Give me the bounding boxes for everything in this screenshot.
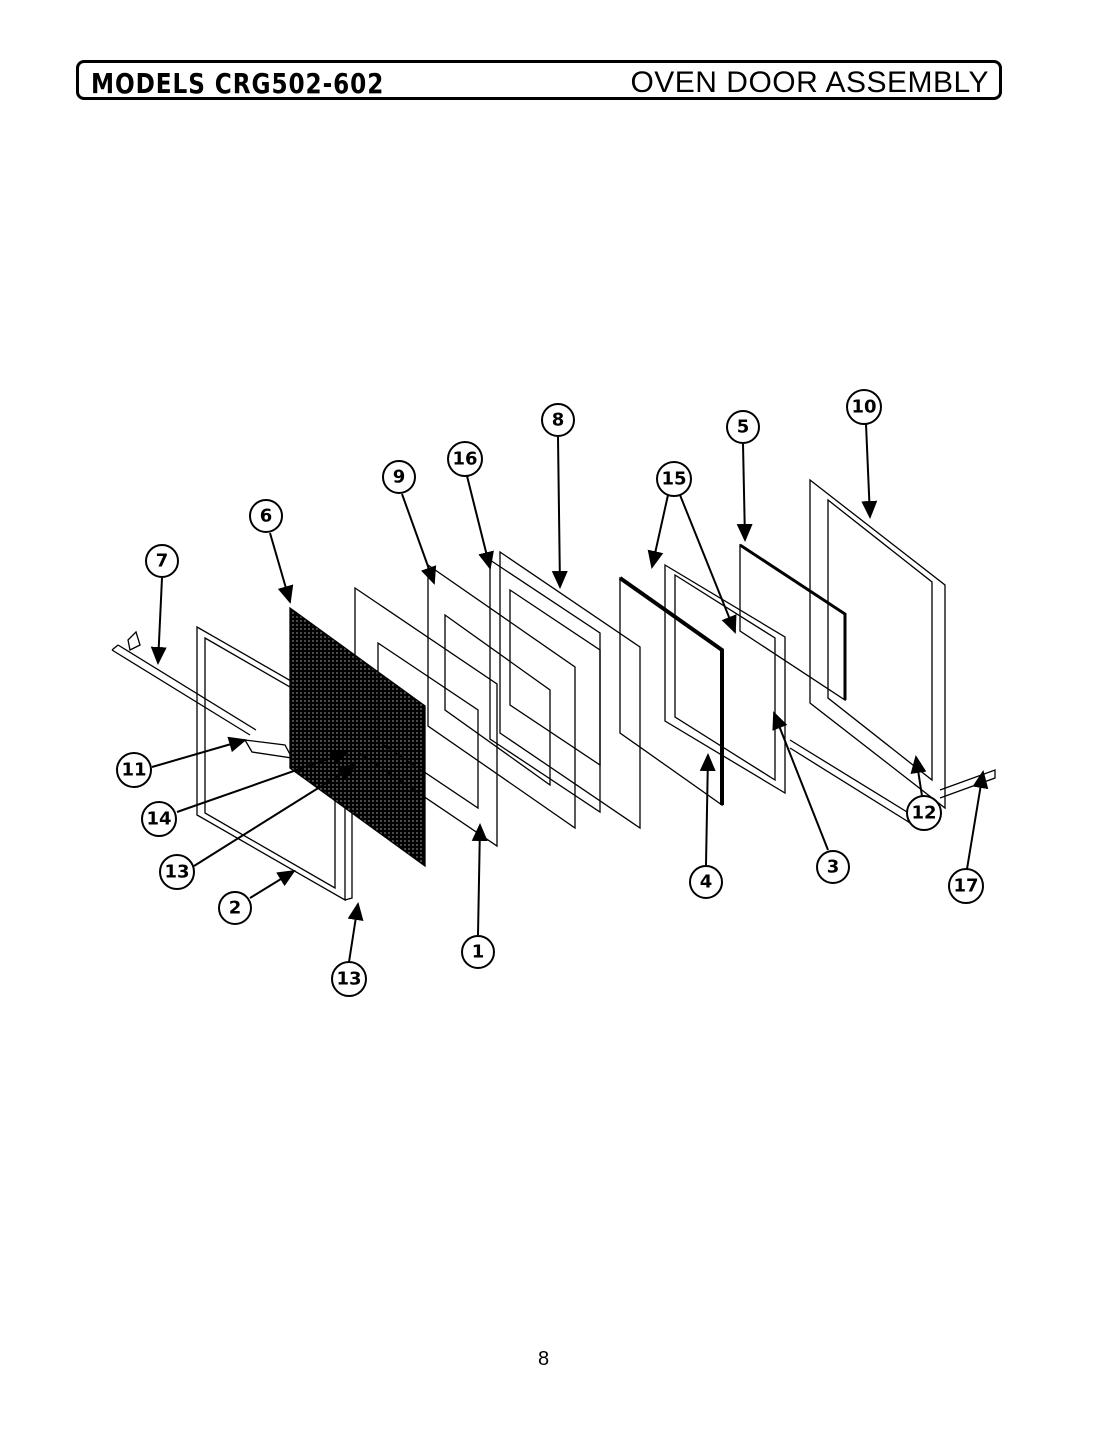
- page-header: MODELS CRG502-602 OVEN DOOR ASSEMBLY: [76, 60, 1002, 100]
- callout-9: 9: [382, 460, 416, 494]
- svg-text:4: 4: [700, 872, 713, 893]
- svg-text:10: 10: [851, 397, 876, 418]
- callout-16: 16: [447, 441, 483, 477]
- svg-text:15: 15: [661, 469, 686, 490]
- svg-text:5: 5: [737, 417, 750, 438]
- channel-part-12: [789, 739, 921, 827]
- mesh-panel-part-6: [289, 606, 426, 868]
- svg-text:1: 1: [472, 942, 485, 963]
- svg-text:2: 2: [229, 898, 242, 919]
- svg-text:9: 9: [393, 467, 406, 488]
- svg-text:14: 14: [146, 809, 171, 830]
- svg-text:7: 7: [156, 551, 169, 572]
- panel-part-8: [499, 550, 641, 830]
- callout-11: 11: [116, 752, 152, 788]
- svg-text:17: 17: [953, 876, 978, 897]
- svg-text:6: 6: [260, 506, 273, 527]
- callout-12: 12: [906, 795, 942, 831]
- callout-14: 14: [141, 801, 177, 837]
- svg-text:16: 16: [452, 449, 477, 470]
- page-number: 8: [538, 1348, 550, 1370]
- glass-frame-part-3: [664, 563, 786, 795]
- callout-4: 4: [689, 865, 723, 899]
- models-label: MODELS CRG502-602: [91, 67, 385, 100]
- liner-part-9: [427, 563, 576, 830]
- page-title: OVEN DOOR ASSEMBLY: [630, 66, 989, 99]
- svg-text:12: 12: [911, 803, 936, 824]
- callout-13-lower: 13: [331, 961, 367, 997]
- svg-text:13: 13: [336, 969, 361, 990]
- callout-17: 17: [948, 868, 984, 904]
- callout-13-upper: 13: [159, 854, 195, 890]
- callout-3: 3: [816, 850, 850, 884]
- glass-part-1: [354, 586, 498, 848]
- panel-part-16: [489, 558, 601, 814]
- inner-door-part-10: [809, 478, 946, 810]
- callout-5: 5: [726, 410, 760, 444]
- svg-text:3: 3: [827, 857, 840, 878]
- svg-text:8: 8: [552, 410, 565, 431]
- back-glass-part-5: [739, 543, 846, 702]
- callout-6: 6: [249, 499, 283, 533]
- handle-bar-part-7: [111, 630, 257, 736]
- svg-text:11: 11: [121, 760, 146, 781]
- leader-lines: [150, 423, 989, 963]
- callout-15: 15: [656, 461, 692, 497]
- callout-1: 1: [461, 935, 495, 969]
- callout-8: 8: [541, 403, 575, 437]
- svg-text:13: 13: [164, 862, 189, 883]
- callout-7: 7: [145, 544, 179, 578]
- callout-10: 10: [846, 389, 882, 425]
- trim-part-17: [939, 769, 996, 799]
- callout-2: 2: [218, 891, 252, 925]
